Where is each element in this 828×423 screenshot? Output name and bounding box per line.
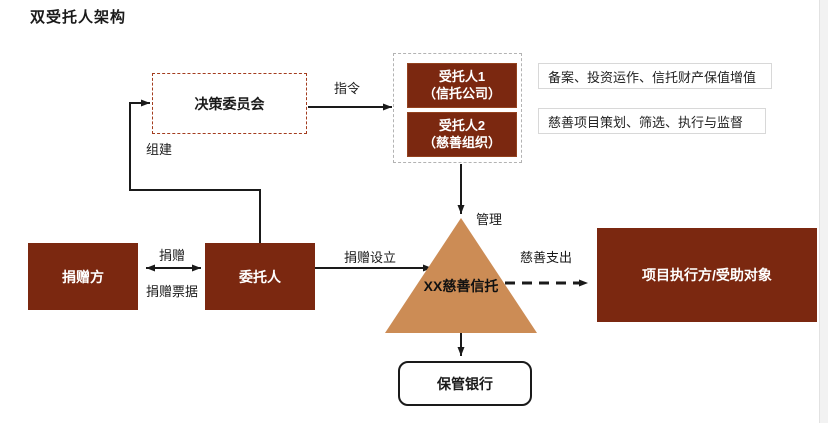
edge-label-instruction: 指令 bbox=[333, 81, 361, 96]
trustee-1-sublabel: （信托公司） bbox=[422, 85, 501, 101]
page-title: 双受托人架构 bbox=[30, 9, 127, 26]
edge-label-manage: 管理 bbox=[476, 212, 503, 227]
edge-label-donate-establish: 捐赠设立 bbox=[343, 250, 397, 265]
donor-label: 捐赠方 bbox=[62, 268, 104, 285]
node-project-executor: 项目执行方/受助对象 bbox=[597, 228, 817, 322]
trustees-group-frame bbox=[393, 53, 522, 163]
trustee-2-label: 受托人2 bbox=[438, 117, 486, 133]
node-trustee-2: 受托人2 （慈善组织） bbox=[407, 112, 517, 157]
note-trust-duties-text: 备案、投资运作、信托财产保值增值 bbox=[548, 69, 757, 85]
node-principal: 委托人 bbox=[205, 243, 315, 310]
note-charity-duties-text: 慈善项目策划、筛选、执行与监督 bbox=[548, 114, 744, 130]
node-decision-committee: 决策委员会 bbox=[152, 73, 307, 134]
node-charitable-trust-triangle bbox=[385, 218, 537, 333]
decision-committee-label: 决策委员会 bbox=[194, 95, 265, 112]
node-custodian-bank: 保管银行 bbox=[398, 361, 532, 406]
principal-label: 委托人 bbox=[239, 268, 281, 285]
edge-label-donation-receipt: 捐赠票据 bbox=[145, 284, 199, 299]
edge-label-donate: 捐赠 bbox=[158, 248, 186, 263]
edge-label-form: 组建 bbox=[146, 142, 173, 157]
edge-label-charity-expense: 慈善支出 bbox=[519, 250, 573, 265]
page-edge-strip bbox=[819, 0, 828, 423]
trustee-1-label: 受托人1 bbox=[438, 68, 486, 84]
node-trustee-1: 受托人1 （信托公司） bbox=[407, 63, 517, 108]
note-trust-duties: 备案、投资运作、信托财产保值增值 bbox=[538, 63, 772, 89]
custodian-bank-label: 保管银行 bbox=[437, 375, 493, 392]
project-executor-label: 项目执行方/受助对象 bbox=[642, 267, 772, 283]
charitable-trust-label: XX慈善信托 bbox=[423, 278, 499, 294]
note-charity-duties: 慈善项目策划、筛选、执行与监督 bbox=[538, 108, 766, 134]
trustee-2-sublabel: （慈善组织） bbox=[422, 134, 501, 150]
node-donor: 捐赠方 bbox=[28, 243, 138, 310]
